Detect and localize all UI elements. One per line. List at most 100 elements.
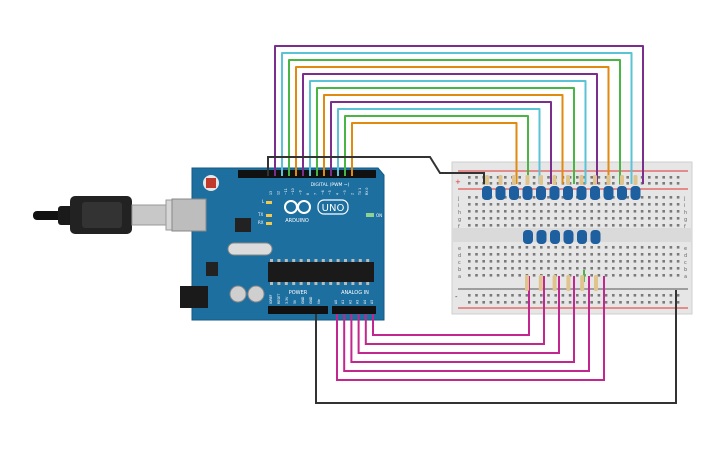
breadboard-hole[interactable] xyxy=(554,217,557,220)
breadboard-hole[interactable] xyxy=(561,267,565,270)
breadboard-hole[interactable] xyxy=(496,182,500,185)
breadboard-hole[interactable] xyxy=(604,301,608,304)
breadboard-hole[interactable] xyxy=(648,217,651,220)
breadboard-hole[interactable] xyxy=(662,294,665,297)
breadboard-hole[interactable] xyxy=(525,267,529,270)
breadboard-hole[interactable] xyxy=(619,260,622,263)
analog-wire[interactable] xyxy=(372,276,530,336)
breadboard-hole[interactable] xyxy=(475,224,478,227)
breadboard-hole[interactable] xyxy=(662,224,665,227)
breadboard-hole[interactable] xyxy=(482,294,485,297)
breadboard-hole[interactable] xyxy=(619,203,622,206)
breadboard-hole[interactable] xyxy=(583,217,586,220)
breadboard-hole[interactable] xyxy=(482,210,485,213)
breadboard-hole[interactable] xyxy=(597,294,601,297)
breadboard-hole[interactable] xyxy=(619,294,622,297)
breadboard-hole[interactable] xyxy=(518,260,521,263)
breadboard-hole[interactable] xyxy=(676,301,680,304)
breadboard-hole[interactable] xyxy=(547,210,550,213)
breadboard-hole[interactable] xyxy=(576,274,579,277)
resistor[interactable] xyxy=(552,175,557,185)
breadboard-hole[interactable] xyxy=(489,176,493,179)
breadboard-hole[interactable] xyxy=(676,224,680,227)
breadboard-hole[interactable] xyxy=(619,267,622,270)
analog-header[interactable] xyxy=(332,306,376,314)
breadboard-hole[interactable] xyxy=(662,217,665,220)
breadboard-hole[interactable] xyxy=(676,196,680,199)
breadboard-hole[interactable] xyxy=(676,182,680,185)
breadboard-hole[interactable] xyxy=(496,203,500,206)
breadboard-hole[interactable] xyxy=(583,246,586,249)
resistor[interactable] xyxy=(580,275,585,291)
breadboard-hole[interactable] xyxy=(511,301,514,304)
digital-wire[interactable] xyxy=(316,87,575,184)
breadboard-hole[interactable] xyxy=(626,176,629,179)
breadboard-hole[interactable] xyxy=(633,294,637,297)
breadboard-hole[interactable] xyxy=(525,203,529,206)
breadboard-hole[interactable] xyxy=(518,274,521,277)
breadboard-hole[interactable] xyxy=(561,210,565,213)
breadboard-hole[interactable] xyxy=(475,203,478,206)
breadboard-hole[interactable] xyxy=(619,301,622,304)
resistor[interactable] xyxy=(552,275,557,291)
breadboard-hole[interactable] xyxy=(504,267,507,270)
breadboard-hole[interactable] xyxy=(669,196,673,199)
breadboard-hole[interactable] xyxy=(511,260,514,263)
breadboard-hole[interactable] xyxy=(532,260,536,263)
breadboard-hole[interactable] xyxy=(640,246,644,249)
led[interactable] xyxy=(563,230,574,244)
gnd-wire-bottom[interactable] xyxy=(315,290,677,404)
breadboard-hole[interactable] xyxy=(633,260,637,263)
breadboard-hole[interactable] xyxy=(511,253,514,256)
breadboard-hole[interactable] xyxy=(568,260,572,263)
breadboard-hole[interactable] xyxy=(511,210,514,213)
breadboard-hole[interactable] xyxy=(504,301,507,304)
breadboard-hole[interactable] xyxy=(597,267,601,270)
breadboard-hole[interactable] xyxy=(669,203,673,206)
breadboard-hole[interactable] xyxy=(532,267,536,270)
breadboard-hole[interactable] xyxy=(482,267,485,270)
breadboard-hole[interactable] xyxy=(597,217,601,220)
breadboard-hole[interactable] xyxy=(489,182,493,185)
breadboard-hole[interactable] xyxy=(676,217,680,220)
breadboard-hole[interactable] xyxy=(482,253,485,256)
breadboard-hole[interactable] xyxy=(496,294,500,297)
breadboard-hole[interactable] xyxy=(554,294,557,297)
breadboard-hole[interactable] xyxy=(511,294,514,297)
breadboard-hole[interactable] xyxy=(482,246,485,249)
breadboard-hole[interactable] xyxy=(489,260,493,263)
breadboard-hole[interactable] xyxy=(640,217,644,220)
breadboard-hole[interactable] xyxy=(612,267,615,270)
breadboard-hole[interactable] xyxy=(612,182,615,185)
breadboard-hole[interactable] xyxy=(640,203,644,206)
breadboard-hole[interactable] xyxy=(576,217,579,220)
breadboard-hole[interactable] xyxy=(532,196,536,199)
breadboard-hole[interactable] xyxy=(648,274,651,277)
breadboard-hole[interactable] xyxy=(604,246,608,249)
breadboard-hole[interactable] xyxy=(518,210,521,213)
breadboard-hole[interactable] xyxy=(468,196,471,199)
breadboard-hole[interactable] xyxy=(604,210,608,213)
breadboard-hole[interactable] xyxy=(518,203,521,206)
breadboard-hole[interactable] xyxy=(504,260,507,263)
breadboard-hole[interactable] xyxy=(633,301,637,304)
breadboard-hole[interactable] xyxy=(568,294,572,297)
breadboard-hole[interactable] xyxy=(561,260,565,263)
breadboard-hole[interactable] xyxy=(597,182,601,185)
breadboard-hole[interactable] xyxy=(648,301,651,304)
breadboard-hole[interactable] xyxy=(583,267,586,270)
breadboard-hole[interactable] xyxy=(612,217,615,220)
breadboard-hole[interactable] xyxy=(662,203,665,206)
breadboard-hole[interactable] xyxy=(475,210,478,213)
breadboard-hole[interactable] xyxy=(662,196,665,199)
breadboard-hole[interactable] xyxy=(518,246,521,249)
breadboard-hole[interactable] xyxy=(518,294,521,297)
breadboard-hole[interactable] xyxy=(482,224,485,227)
digital-wire[interactable] xyxy=(274,45,644,184)
breadboard-hole[interactable] xyxy=(626,267,629,270)
resistor[interactable] xyxy=(539,175,543,185)
led[interactable] xyxy=(536,230,547,244)
breadboard-hole[interactable] xyxy=(655,210,658,213)
breadboard-hole[interactable] xyxy=(511,274,514,277)
breadboard-hole[interactable] xyxy=(669,176,673,179)
